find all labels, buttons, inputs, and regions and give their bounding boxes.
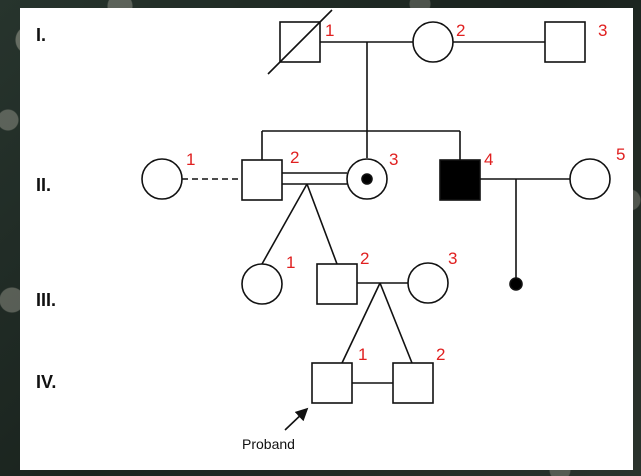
individual-i2-circle [412,21,454,63]
individual-iv1-square-proband [311,362,353,404]
individual-ii2-square [241,159,283,201]
individual-iii2-square [316,263,358,305]
descent-line-iii2 [306,183,338,265]
individual-number-iii3: 3 [448,249,457,268]
individual-number-ii2: 2 [290,148,299,167]
generation-label-iii: III. [36,290,56,310]
individual-number-iii2: 2 [360,249,369,268]
individual-number-iii1: 1 [286,253,295,272]
individual-number-ii4: 4 [484,150,493,169]
generation-label-ii: II. [36,175,51,195]
individual-number-i1: 1 [325,21,334,40]
generation-label-iv: IV. [36,372,56,392]
proband-arrow [284,407,309,431]
miscarriage-marker [509,277,523,291]
individual-iii1-circle [241,263,283,305]
individual-number-i2: 2 [456,21,465,40]
individual-ii1-circle [141,158,183,200]
individual-number-i3: 3 [598,21,607,40]
individual-number-iv2: 2 [436,345,445,364]
individual-number-ii3: 3 [389,150,398,169]
individual-number-ii5: 5 [616,145,625,164]
pedigree-panel: I. II. III. IV. 1 2 3 [20,8,633,470]
individual-i3-square [544,21,586,63]
descent-line-iv2 [379,282,413,364]
generation-label-i: I. [36,25,46,45]
proband-label: Proband [242,436,295,452]
individual-ii5-circle [569,158,611,200]
deceased-slash-i1 [267,9,333,75]
individual-iii3-circle [407,262,449,304]
pedigree-chart: I. II. III. IV. 1 2 3 [36,9,625,452]
individual-iv2-square [392,362,434,404]
individual-number-ii1: 1 [186,150,195,169]
descent-line-iv1 [341,282,381,364]
carrier-dot-ii3 [361,173,373,185]
individual-ii4-square-affected [439,159,481,201]
descent-line-iii1 [261,183,308,265]
individual-number-iv1: 1 [358,345,367,364]
